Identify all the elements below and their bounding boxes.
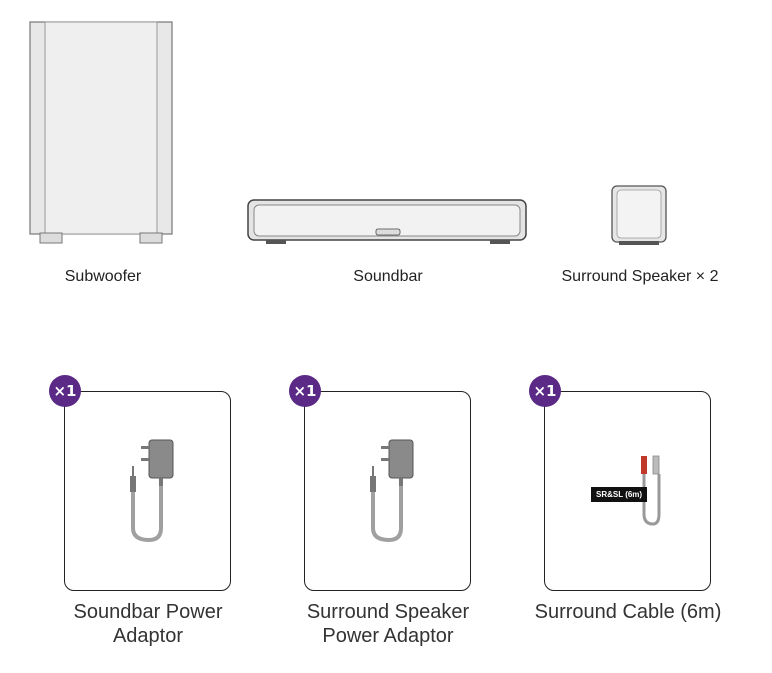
accessory-caption-line1: Surround Cable (6m) xyxy=(534,601,722,623)
surround-speaker-image xyxy=(611,185,667,245)
cable-tag: SR&SL (6m) xyxy=(591,487,648,502)
accessory-card-surround-cable: SR&SL (6m) xyxy=(544,391,711,591)
surround-speaker-label: Surround Speaker × 2 xyxy=(561,268,719,285)
accessory-caption-line2: Power Adaptor xyxy=(322,625,454,647)
quantity-badge: ×1 xyxy=(529,375,561,407)
subwoofer-label: Subwoofer xyxy=(64,268,142,285)
accessory-caption-line1: Soundbar Power xyxy=(73,601,223,623)
power-adaptor-icon xyxy=(370,439,414,543)
accessory-card-surround-adaptor xyxy=(304,391,471,591)
power-adaptor-icon xyxy=(130,439,174,543)
accessory-card-soundbar-adaptor xyxy=(64,391,231,591)
accessory-caption-line1: Surround Speaker xyxy=(306,601,470,623)
soundbar-image xyxy=(247,199,527,244)
accessory-caption-line2: Adaptor xyxy=(112,625,184,647)
quantity-badge: ×1 xyxy=(49,375,81,407)
subwoofer-image xyxy=(29,21,173,244)
soundbar-label: Soundbar xyxy=(353,268,423,285)
rca-cable-icon xyxy=(641,455,661,526)
quantity-badge: ×1 xyxy=(289,375,321,407)
